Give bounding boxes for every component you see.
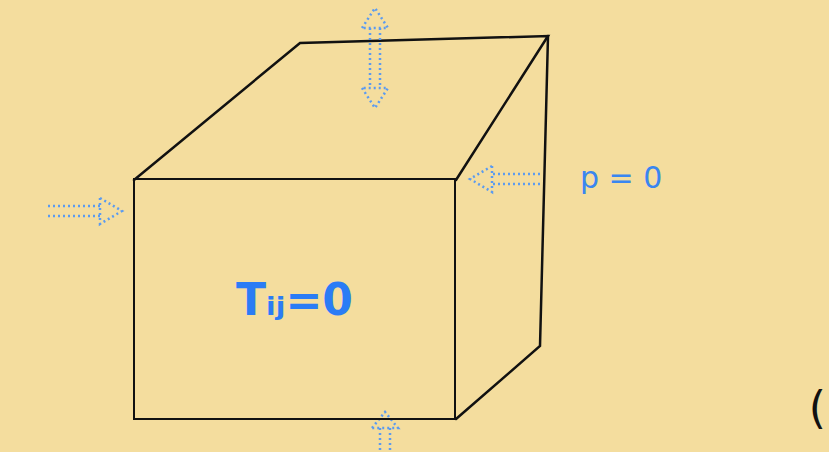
stress-tensor-text: Tᵢⱼ=0: [236, 274, 353, 325]
cube-front-face: Tᵢⱼ=0: [133, 178, 456, 420]
cut-off-bracket: (: [809, 382, 826, 433]
pressure-label: p = 0: [580, 160, 662, 195]
